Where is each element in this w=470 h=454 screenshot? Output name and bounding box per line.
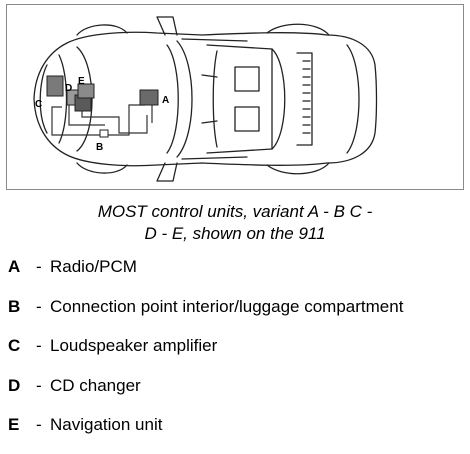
label-c: C [35, 99, 42, 110]
legend-dash: - [36, 257, 42, 276]
caption-line-2: D - E, shown on the 911 [144, 224, 326, 243]
unit-a-box [139, 89, 159, 106]
legend-dash: - [36, 296, 42, 316]
label-e: E [78, 76, 85, 87]
legend-letter: E [8, 415, 20, 434]
legend-text: Radio/PCM [50, 257, 137, 276]
legend-dash: - [36, 375, 42, 395]
car-top-view-drawing: C D E A B [33, 16, 378, 182]
car-diagram-frame: C D E A B [6, 4, 464, 190]
legend-letter: A [8, 257, 21, 276]
connection-point-b [99, 129, 109, 138]
legend-list: A - Radio/PCM B - Connection point inter… [8, 256, 470, 454]
legend-text: Navigation unit [50, 415, 163, 434]
car-body-outline [33, 31, 378, 167]
legend-item: E - Navigation unit [8, 414, 470, 454]
label-b: B [96, 142, 103, 153]
label-a: A [162, 95, 169, 106]
legend-letter: D [8, 375, 21, 395]
legend-text: Connection point interior/luggage compar… [50, 296, 404, 316]
legend-text: Loudspeaker amplifier [50, 336, 218, 355]
legend-item: D - CD changer [8, 375, 470, 415]
legend-letter: B [8, 296, 21, 316]
figure-caption: MOST control units, variant A - B C - D … [0, 201, 470, 245]
label-d: D [65, 83, 72, 94]
unit-c-box [46, 75, 64, 97]
legend-letter: C [8, 336, 21, 355]
legend-dash: - [36, 415, 42, 434]
legend-item: B - Connection point interior/luggage co… [8, 296, 470, 336]
caption-line-1: MOST control units, variant A - B C - [97, 202, 373, 221]
legend-text: CD changer [50, 375, 141, 395]
legend-dash: - [36, 336, 42, 355]
legend-item: A - Radio/PCM [8, 256, 470, 296]
unit-e-box [77, 83, 95, 99]
legend-item: C - Loudspeaker amplifier [8, 335, 470, 375]
